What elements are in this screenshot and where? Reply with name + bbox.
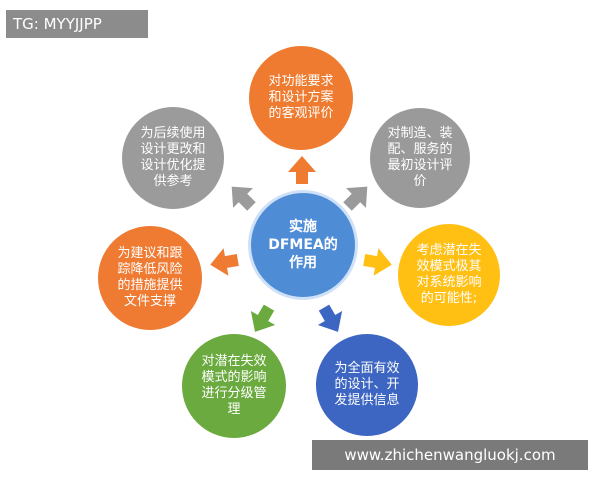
- node-document-support: 为建议和跟 踪降低风险 的措施提供 文件支撑: [98, 226, 202, 330]
- node-text: 为全面有效 的设计、开 发提供信息: [334, 361, 400, 408]
- node-text: 为后续使用 设计更改和 设计优化提 供参考: [140, 126, 206, 189]
- node-objective-evaluation: 对功能要求 和设计方案 的客观评价: [249, 46, 353, 150]
- tag-label: TG: MYYJJPP: [6, 10, 148, 38]
- node-failure-mode-impact: 考虑潜在失 效模式极其 对系统影响 的可能性;: [398, 224, 500, 326]
- center-node: 实施 DFMEA的 作用: [248, 190, 358, 300]
- arrow-up-left-icon: [231, 186, 256, 211]
- node-text: 对功能要求 和设计方案 的客观评价: [268, 74, 334, 121]
- node-provide-information: 为全面有效 的设计、开 发提供信息: [316, 334, 418, 436]
- arrow-right-icon: [363, 248, 392, 276]
- node-reference: 为后续使用 设计更改和 设计优化提 供参考: [122, 107, 224, 209]
- node-text: 为建议和跟 踪降低风险 的措施提供 文件支撑: [117, 246, 183, 309]
- center-text: 实施 DFMEA的 作用: [268, 219, 338, 271]
- arrow-up-icon: [288, 156, 316, 184]
- watermark-label: www.zhichenwangluokj.com: [312, 440, 588, 470]
- arrow-down-left-icon: [250, 304, 276, 332]
- node-graded-management: 对潜在失效 模式的影响 进行分级管 理: [182, 334, 286, 438]
- arrow-up-right-icon: [343, 186, 368, 211]
- arrow-left-icon: [210, 248, 239, 276]
- node-initial-design-evaluation: 对制造、装 配、服务的 最初设计评 价: [370, 108, 470, 208]
- node-text: 考虑潜在失 效模式极其 对系统影响 的可能性;: [416, 243, 482, 306]
- arrow-down-right-icon: [317, 304, 343, 332]
- node-text: 对制造、装 配、服务的 最初设计评 价: [387, 126, 453, 189]
- node-text: 对潜在失效 模式的影响 进行分级管 理: [201, 354, 267, 417]
